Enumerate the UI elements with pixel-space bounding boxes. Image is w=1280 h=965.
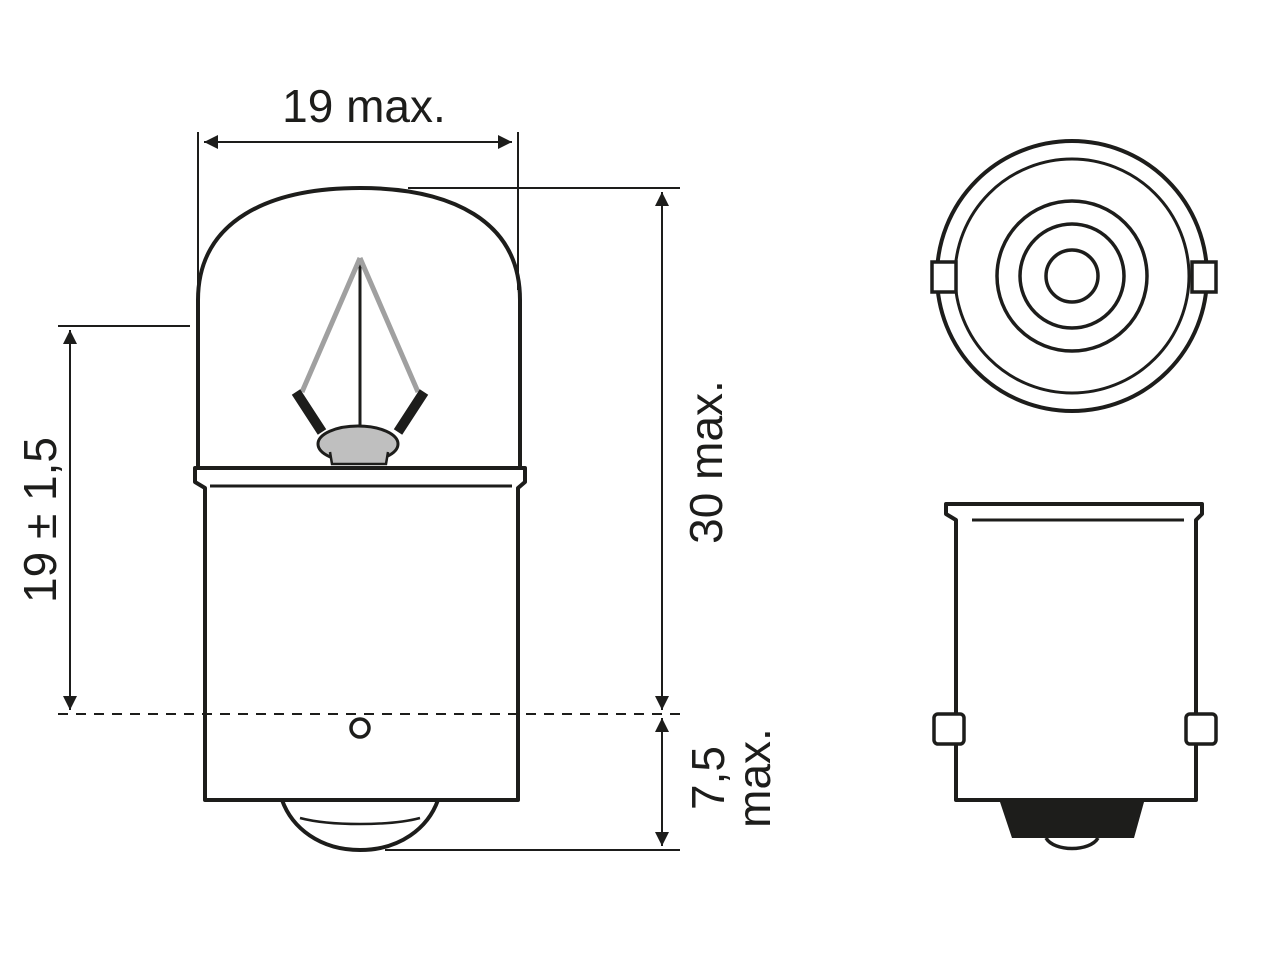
end-view-inner-ring xyxy=(953,157,1191,395)
end-view-pin-right xyxy=(1190,260,1218,294)
contact-tip xyxy=(280,799,440,852)
filament-coil xyxy=(299,257,421,393)
end-view xyxy=(930,139,1218,413)
center-label: 19 ± 1,5 xyxy=(14,437,66,603)
width-label: 19 max. xyxy=(282,80,446,132)
pin-label-unit: max. xyxy=(728,728,780,828)
base-pin-right xyxy=(1184,712,1218,746)
bead-foot xyxy=(328,451,390,466)
base-pin-left xyxy=(932,712,966,746)
base-outline xyxy=(944,502,1204,802)
pin-label-value: 7,5 xyxy=(682,746,734,810)
height-label: 30 max. xyxy=(680,380,732,544)
end-view-contact xyxy=(1044,248,1100,304)
dimension-lines xyxy=(58,132,680,851)
side-view-bulb xyxy=(193,186,527,852)
base-side-view xyxy=(932,502,1218,851)
base-collar xyxy=(193,466,527,802)
contact-tip-inner xyxy=(299,816,421,826)
end-view-ring-1 xyxy=(995,199,1149,353)
dimension-labels: 19 max. 30 max. 19 ± 1,5 7,5 max. xyxy=(14,80,780,828)
end-view-outer-ring xyxy=(935,139,1209,413)
filament-supports xyxy=(291,389,429,435)
base-insulator xyxy=(1000,802,1144,838)
glass-envelope xyxy=(196,186,522,470)
end-view-ring-2 xyxy=(1018,222,1126,330)
filament xyxy=(291,257,429,466)
base-contact xyxy=(1044,836,1100,851)
end-view-pin-left xyxy=(930,260,958,294)
bayonet-pin xyxy=(349,717,371,739)
